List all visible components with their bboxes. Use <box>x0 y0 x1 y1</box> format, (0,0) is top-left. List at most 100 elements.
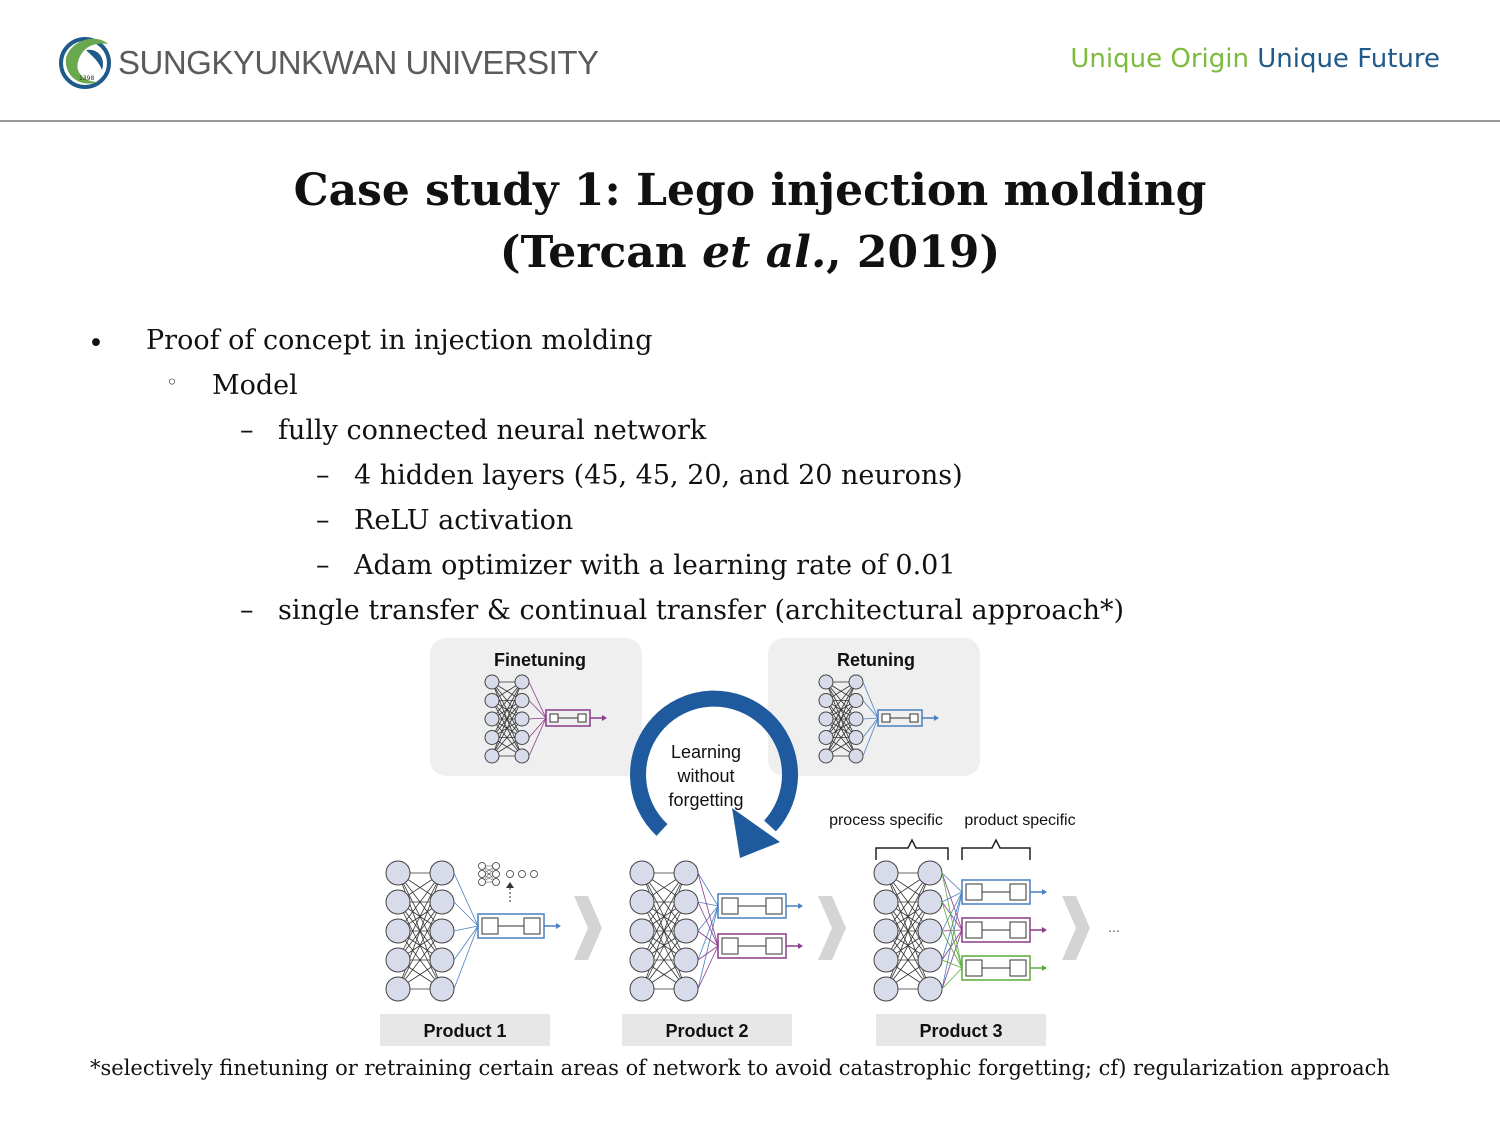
head-unit <box>1009 959 1027 977</box>
network-edge <box>825 681 857 720</box>
network-node <box>385 976 411 1002</box>
header-divider <box>0 120 1500 122</box>
lwf-arrowhead-icon <box>732 808 780 858</box>
network-node <box>514 730 530 745</box>
network-node <box>917 918 943 944</box>
head-edge <box>697 930 719 947</box>
head-edge <box>941 901 963 931</box>
bullet-marker: – <box>316 550 330 581</box>
product-3-label: Product 3 <box>919 1021 1002 1041</box>
head-edge <box>941 872 963 893</box>
figure-svg: Finetuning Retuning Learning without for… <box>380 638 1120 1046</box>
product-brace-icon <box>961 838 1031 860</box>
network-edge <box>825 718 857 757</box>
mini-node <box>530 870 538 878</box>
network-diagrams <box>385 674 1047 1002</box>
head-edge <box>941 891 963 990</box>
product-3-label-box <box>876 1014 1046 1046</box>
network-node <box>848 730 864 745</box>
network-node <box>673 860 699 886</box>
product-2-label: Product 2 <box>665 1021 748 1041</box>
bullet-marker: ◦ <box>166 370 178 394</box>
head-unit <box>765 937 783 955</box>
network-node <box>873 976 899 1002</box>
footnote: *selectively finetuning or retraining ce… <box>90 1056 1390 1080</box>
head-edge <box>941 930 963 969</box>
network-node <box>629 860 655 886</box>
network-node <box>484 674 500 690</box>
head-unit <box>721 897 739 915</box>
dotted-arrowhead-icon <box>506 882 514 888</box>
university-emblem-icon: 1398 <box>59 37 111 89</box>
output-arrowhead <box>556 923 561 929</box>
network-node <box>873 889 899 915</box>
network-node <box>385 889 411 915</box>
network-node <box>818 674 834 690</box>
mini-node <box>492 870 500 878</box>
network-node <box>673 889 699 915</box>
head-edge <box>941 959 963 969</box>
head-unit <box>721 937 739 955</box>
network-node <box>629 889 655 915</box>
bullet-text: ReLU activation <box>354 505 574 536</box>
network-edge <box>491 700 523 757</box>
head-edge <box>862 717 879 738</box>
mini-node <box>518 870 526 878</box>
head-edge <box>941 872 963 931</box>
network-edge <box>825 700 857 757</box>
head-edge <box>697 872 719 907</box>
network-node <box>484 748 500 764</box>
mini-node <box>492 878 500 886</box>
output-arrowhead <box>798 903 803 909</box>
network-node <box>385 918 411 944</box>
retuning-label: Retuning <box>837 650 915 670</box>
network-node <box>429 860 455 886</box>
slogan: Unique Origin Unique Future <box>1070 44 1440 74</box>
finetuning-panel <box>430 638 642 776</box>
network-node <box>629 918 655 944</box>
network-node <box>484 711 500 727</box>
head-unit <box>549 713 559 723</box>
head-edge <box>697 905 719 932</box>
transfer-learning-figure: Finetuning Retuning Learning without for… <box>370 630 1130 1050</box>
bullet-text: Adam optimizer with a learning rate of 0… <box>354 550 956 581</box>
slide-header: 1398 SUNGKYUNKWAN UNIVERSITY Unique Orig… <box>0 0 1500 122</box>
network-node <box>917 947 943 973</box>
network-edge <box>885 872 931 961</box>
network-node <box>514 748 530 764</box>
university-logo: 1398 SUNGKYUNKWAN UNIVERSITY <box>58 30 658 100</box>
network-node <box>818 693 834 708</box>
chevron-right-icon <box>574 896 602 960</box>
network-node <box>429 947 455 973</box>
ellipsis: ... <box>1108 919 1120 935</box>
head-edge <box>528 717 547 720</box>
product-1-label: Product 1 <box>423 1021 506 1041</box>
lwf-arrow-icon <box>630 690 799 836</box>
output-arrowhead <box>934 715 939 721</box>
output-arrowhead <box>1042 965 1047 971</box>
network-node <box>917 889 943 915</box>
head-edge <box>453 925 479 932</box>
head-unit <box>965 883 983 901</box>
logo-year: 1398 <box>79 75 94 82</box>
network-node <box>873 918 899 944</box>
network-node <box>514 674 530 690</box>
head-edge <box>528 717 547 738</box>
output-arrowhead <box>1042 927 1047 933</box>
network-node <box>629 947 655 973</box>
network-edge <box>397 872 443 961</box>
title-citation-etal: et al. <box>702 227 827 278</box>
title-citation-author: (Tercan <box>499 227 703 278</box>
head-edge <box>862 717 879 757</box>
bullet-text: single transfer & continual transfer (ar… <box>278 595 1125 626</box>
head-edge <box>941 967 963 990</box>
head-edge <box>941 872 963 969</box>
product-1-label-box <box>380 1014 550 1046</box>
head-unit <box>1009 921 1027 939</box>
bullet-marker: – <box>240 415 254 446</box>
head-edge <box>697 945 719 990</box>
process-brace-icon <box>875 838 949 860</box>
network-node <box>673 976 699 1002</box>
finetuning-label: Finetuning <box>494 650 586 670</box>
network-node <box>385 947 411 973</box>
